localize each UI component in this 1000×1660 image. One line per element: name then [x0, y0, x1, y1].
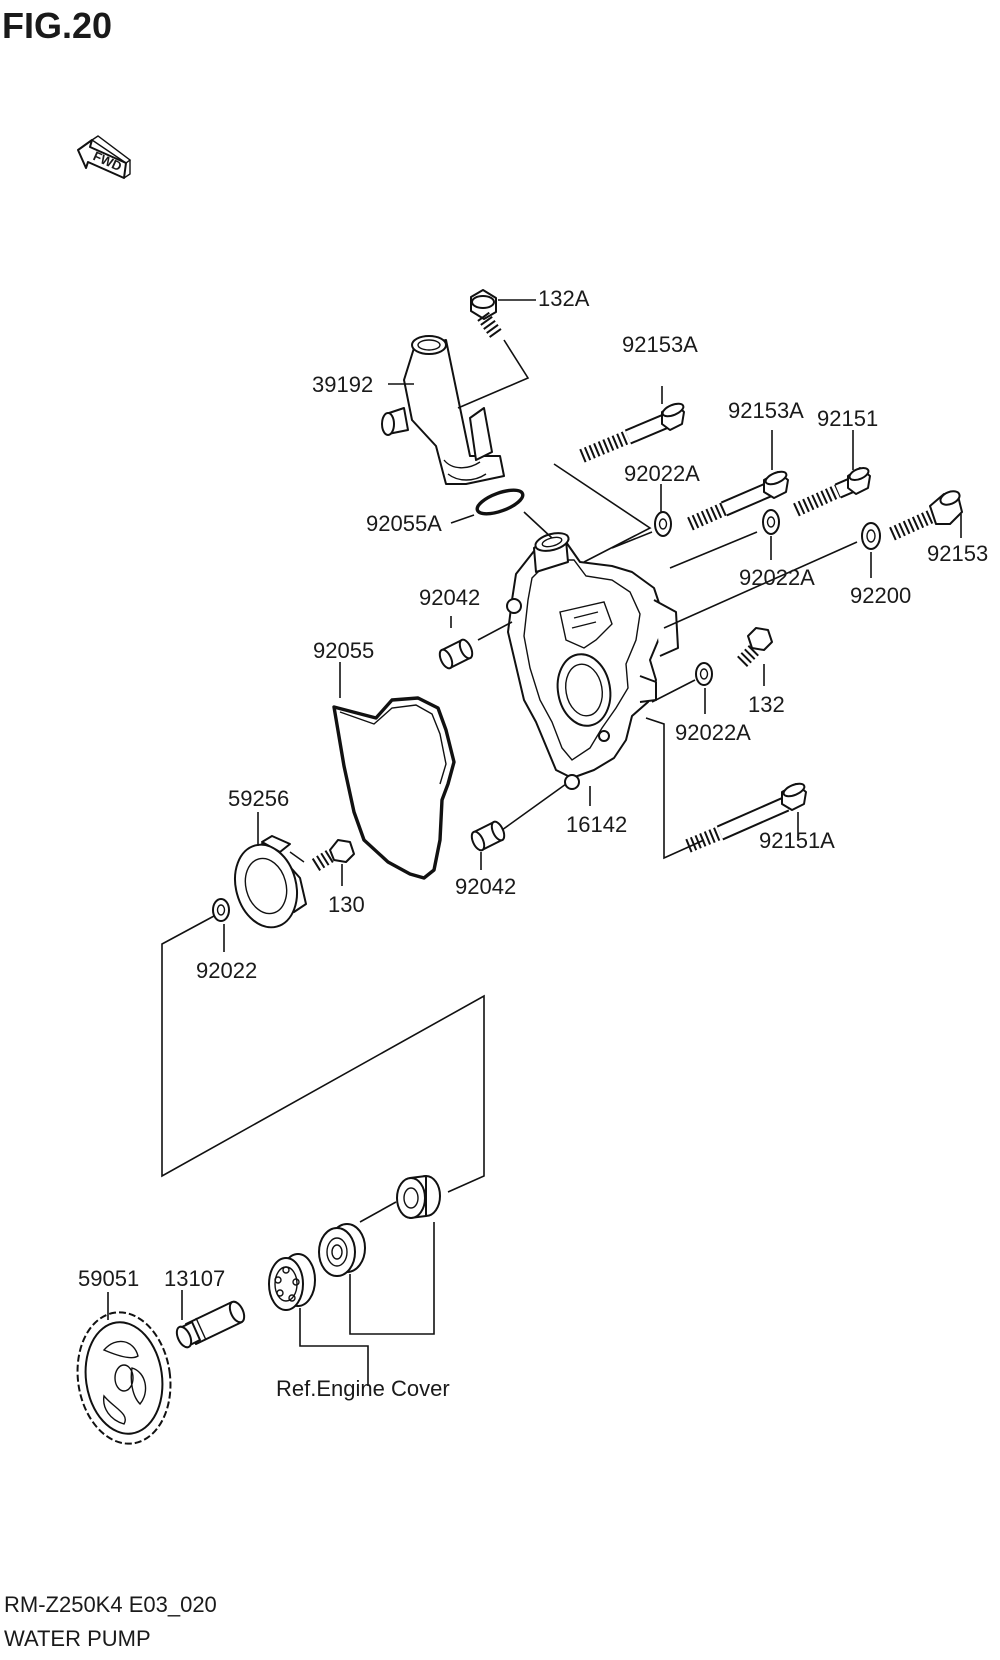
- bolt-130: [310, 839, 355, 872]
- seal-right: [396, 1175, 441, 1219]
- washer-92022: [212, 898, 230, 922]
- bolt-92151: [793, 467, 871, 517]
- callout-92042-top: 92042: [419, 585, 480, 610]
- bearing-left: [268, 1253, 316, 1311]
- bolt-92153a-top: [579, 402, 685, 463]
- fwd-arrow-icon: FWD: [77, 135, 132, 179]
- callout-59051: 59051: [78, 1266, 139, 1291]
- callout-92153a-top: 92153A: [622, 332, 698, 357]
- dowel-pin-92042-low: [470, 820, 506, 852]
- callout-92022a-low: 92022A: [675, 720, 751, 745]
- callout-92042-low: 92042: [455, 874, 516, 899]
- washer-92022a-mid: [762, 509, 780, 535]
- washer-92022a-top: [654, 511, 672, 537]
- callout-39192: 39192: [312, 372, 373, 397]
- callout-92055a: 92055A: [366, 511, 442, 536]
- leader-lines: [107, 299, 962, 1386]
- callout-92151: 92151: [817, 406, 878, 431]
- callout-59256: 59256: [228, 786, 289, 811]
- bolt-92153: [889, 490, 963, 541]
- impeller-59256: [234, 835, 307, 929]
- washer-92200: [861, 522, 881, 550]
- washer-92022a-low: [695, 662, 713, 686]
- gasket-92055: [332, 696, 456, 880]
- callout-92153a-mid: 92153A: [728, 398, 804, 423]
- bolt-132: [737, 627, 773, 667]
- callout-16142: 16142: [566, 812, 627, 837]
- callout-92055: 92055: [313, 638, 374, 663]
- bolt-92151a: [685, 782, 807, 853]
- callout-132: 132: [748, 692, 785, 717]
- callout-92022: 92022: [196, 958, 257, 983]
- callout-92022a-top: 92022A: [624, 461, 700, 486]
- callout-132a: 132A: [538, 286, 590, 311]
- hose-fitting-39192: [381, 335, 505, 485]
- o-ring-92055a: [475, 488, 525, 516]
- seal-middle: [318, 1223, 366, 1277]
- callout-92200: 92200: [850, 583, 911, 608]
- callout-13107: 13107: [164, 1266, 225, 1291]
- bolt-92153a-mid: [687, 470, 789, 531]
- callout-92022a-mid: 92022A: [739, 565, 815, 590]
- gear-59051: [76, 1311, 172, 1445]
- callout-92153: 92153: [927, 541, 988, 566]
- shaft-13107: [175, 1300, 246, 1349]
- footer-model-code: RM-Z250K4 E03_020: [4, 1592, 217, 1617]
- pump-housing-16142: [506, 532, 679, 790]
- bolt-132a: [470, 289, 502, 339]
- dowel-pin-92042-top: [438, 638, 474, 670]
- callout-92151a: 92151A: [759, 828, 835, 853]
- footer-section-name: WATER PUMP: [4, 1626, 151, 1651]
- callout-ref-engine-cover: Ref.Engine Cover: [276, 1376, 450, 1401]
- figure-title: FIG.20: [2, 5, 112, 46]
- callout-130: 130: [328, 892, 365, 917]
